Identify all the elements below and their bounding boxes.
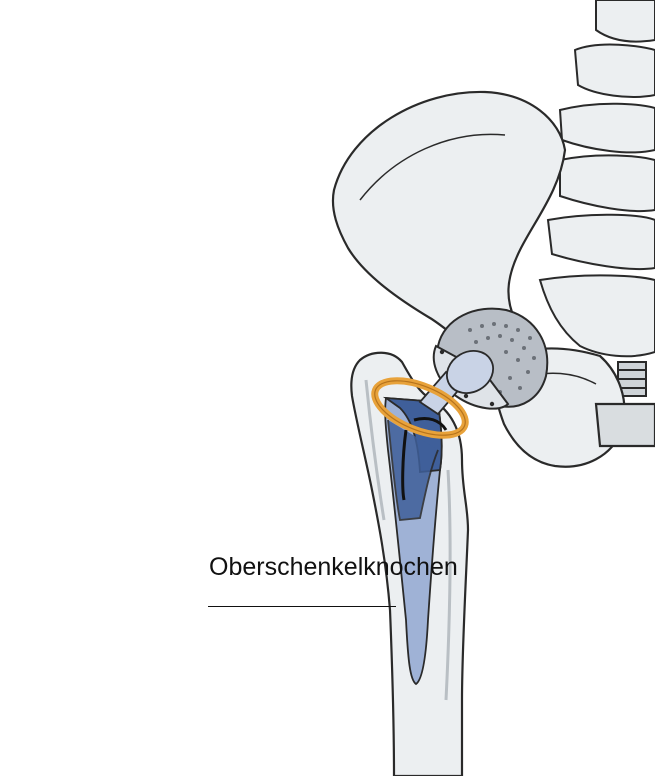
iliac-wing (333, 92, 565, 352)
pubic-bar (596, 404, 655, 446)
vertebra-2 (575, 45, 655, 97)
vertebra-3 (560, 104, 655, 153)
lumbar-spine (540, 0, 655, 396)
sacrum (540, 275, 655, 356)
vertebra-5 (548, 215, 655, 269)
vertebra-1 (596, 0, 655, 42)
femur-label: Oberschenkelknochen (209, 553, 458, 582)
vertebra-4 (560, 155, 655, 211)
femur-leader-line (208, 606, 396, 607)
